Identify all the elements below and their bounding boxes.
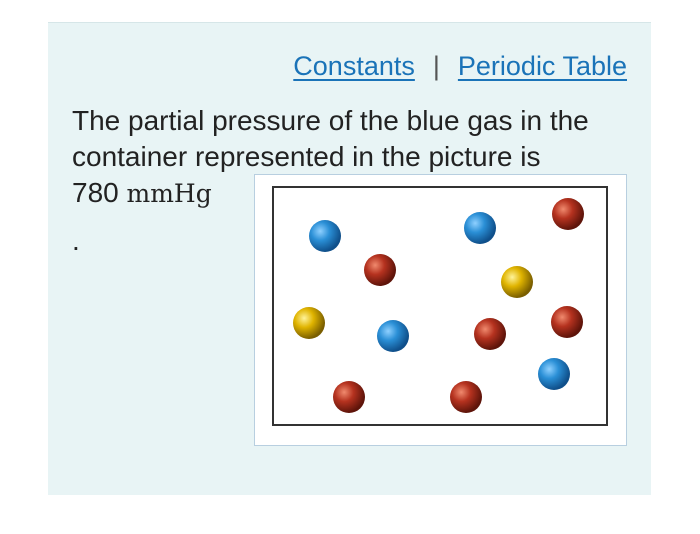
pressure-value: 780	[72, 177, 119, 208]
yellow-gas-molecule	[501, 266, 533, 298]
pressure-value-line: 780 mmHg	[72, 175, 212, 212]
link-separator: |	[432, 51, 440, 81]
periodic-table-link[interactable]: Periodic Table	[457, 51, 627, 81]
red-gas-molecule	[551, 306, 583, 338]
question-panel: Constants | Periodic Table The partial pre…	[48, 22, 651, 495]
red-gas-molecule	[364, 254, 396, 286]
pressure-unit: mmHg	[126, 179, 212, 208]
constants-link[interactable]: Constants	[293, 51, 415, 81]
trailing-period: .	[72, 225, 80, 256]
red-gas-molecule	[450, 381, 482, 413]
blue-gas-molecule	[377, 320, 409, 352]
question-text: The partial pressure of the blue gas in …	[72, 105, 589, 172]
gas-container-svg	[272, 186, 608, 426]
yellow-gas-molecule	[293, 307, 325, 339]
gas-container-figure	[254, 174, 627, 446]
red-gas-molecule	[474, 318, 506, 350]
blue-gas-molecule	[538, 358, 570, 390]
blue-gas-molecule	[464, 212, 496, 244]
molecule-layer	[293, 198, 584, 413]
red-gas-molecule	[552, 198, 584, 230]
resource-links: Constants | Periodic Table	[293, 51, 627, 82]
blue-gas-molecule	[309, 220, 341, 252]
red-gas-molecule	[333, 381, 365, 413]
